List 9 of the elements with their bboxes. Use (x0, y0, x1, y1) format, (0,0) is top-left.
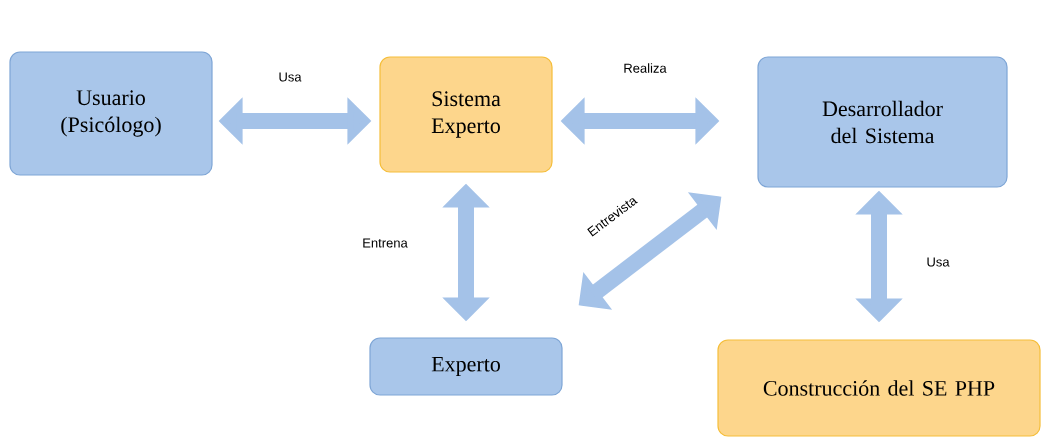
process-box: Experto (369, 337, 563, 396)
process-box: Usuario (Psicólogo) (9, 51, 213, 176)
process-box: Desarrollador del Sistema (757, 56, 1008, 188)
process-box: Sistema Experto (379, 56, 553, 173)
edge-label: Entrena (363, 238, 408, 248)
process-box: Construcción del SE PHP (717, 339, 1041, 437)
edge-label: Usa (927, 257, 950, 267)
edge-label: Realiza (624, 63, 667, 73)
edge-label: Usa (279, 72, 302, 82)
